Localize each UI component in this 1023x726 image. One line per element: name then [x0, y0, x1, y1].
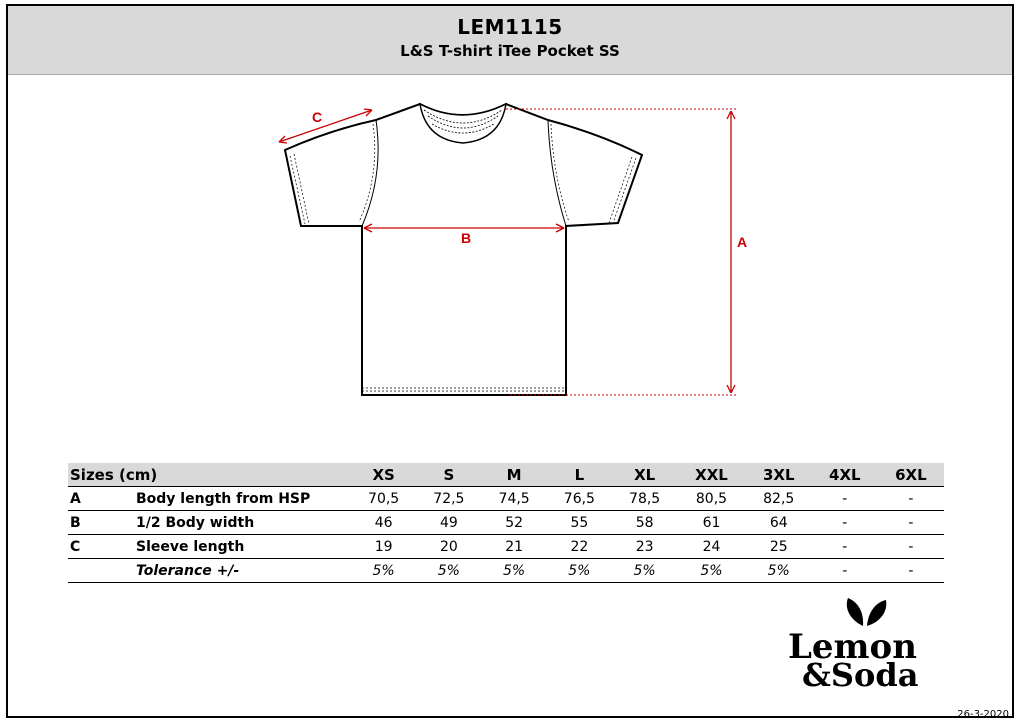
row-value: - — [877, 486, 944, 511]
row-value: 24 — [677, 534, 746, 559]
size-header: XXL — [677, 463, 746, 487]
tolerance-label: Tolerance +/- — [136, 558, 351, 583]
tolerance-value: 5% — [745, 558, 812, 583]
tolerance-value: - — [811, 558, 878, 583]
tshirt-outline — [283, 102, 644, 396]
row-value: 70,5 — [351, 486, 417, 511]
row-value: 23 — [612, 534, 678, 559]
table-row: B 1/2 Body width 46 49 52 55 58 61 64 - … — [68, 510, 944, 535]
row-value: 58 — [612, 510, 678, 535]
tolerance-row: Tolerance +/- 5% 5% 5% 5% 5% 5% 5% - - — [68, 558, 944, 583]
measure-b — [363, 223, 565, 233]
tshirt-diagram: A B C — [278, 102, 747, 396]
product-name: L&S T-shirt iTee Pocket SS — [400, 42, 620, 60]
measure-a-label: A — [737, 234, 747, 250]
size-header: XS — [351, 463, 417, 487]
row-value: 55 — [546, 510, 612, 535]
sizes-label: Sizes (cm) — [68, 463, 351, 487]
footer-date: 26-3-2020 — [957, 709, 1009, 720]
row-value: 82,5 — [745, 486, 812, 511]
table-header-row: Sizes (cm) XS S M L XL XXL 3XL 4XL 6XL — [68, 463, 944, 487]
row-value: 74,5 — [481, 486, 547, 511]
row-value: 52 — [481, 510, 547, 535]
row-value: 21 — [481, 534, 547, 559]
size-header: L — [546, 463, 612, 487]
tolerance-value: 5% — [612, 558, 678, 583]
tshirt-collar — [419, 102, 507, 144]
size-header: M — [481, 463, 547, 487]
row-value: 25 — [745, 534, 812, 559]
size-header: 4XL — [811, 463, 878, 487]
row-description: 1/2 Body width — [136, 510, 351, 535]
logo-text-line2: &Soda — [802, 656, 918, 692]
size-header: 3XL — [745, 463, 812, 487]
size-header: S — [416, 463, 482, 487]
row-description: Sleeve length — [136, 534, 351, 559]
row-description: Body length from HSP — [136, 486, 351, 511]
header-bar: LEM1115 L&S T-shirt iTee Pocket SS — [8, 6, 1012, 75]
size-table: Sizes (cm) XS S M L XL XXL 3XL 4XL 6XL A… — [68, 463, 944, 583]
measure-c-label: C — [312, 109, 322, 125]
row-value: 49 — [416, 510, 482, 535]
row-code: B — [68, 510, 136, 535]
tolerance-value: 5% — [546, 558, 612, 583]
row-value: - — [811, 486, 878, 511]
size-header: 6XL — [877, 463, 944, 487]
table-row: C Sleeve length 19 20 21 22 23 24 25 - - — [68, 534, 944, 559]
table-row: A Body length from HSP 70,5 72,5 74,5 76… — [68, 486, 944, 511]
logo-text-line1: Lemon — [788, 627, 917, 667]
row-value: 61 — [677, 510, 746, 535]
tolerance-value: 5% — [351, 558, 417, 583]
tolerance-value: 5% — [677, 558, 746, 583]
row-value: 19 — [351, 534, 417, 559]
row-value: - — [811, 534, 878, 559]
row-value: 76,5 — [546, 486, 612, 511]
product-code: LEM1115 — [457, 15, 563, 39]
row-value: 80,5 — [677, 486, 746, 511]
row-value: - — [811, 510, 878, 535]
size-header: XL — [612, 463, 678, 487]
row-code: C — [68, 534, 136, 559]
measure-c — [278, 108, 373, 144]
row-value: 72,5 — [416, 486, 482, 511]
row-code: A — [68, 486, 136, 511]
tolerance-value: 5% — [416, 558, 482, 583]
tolerance-value: 5% — [481, 558, 547, 583]
lemon-soda-logo: Lemon &Soda — [788, 598, 918, 692]
row-value: 46 — [351, 510, 417, 535]
row-value: 78,5 — [612, 486, 678, 511]
measure-a — [506, 108, 736, 396]
row-value: 64 — [745, 510, 812, 535]
measure-b-label: B — [461, 230, 471, 246]
row-value: - — [877, 534, 944, 559]
leaf-icon — [846, 598, 887, 626]
row-value: 22 — [546, 534, 612, 559]
tolerance-value: - — [877, 558, 944, 583]
row-value: 20 — [416, 534, 482, 559]
row-value: - — [877, 510, 944, 535]
